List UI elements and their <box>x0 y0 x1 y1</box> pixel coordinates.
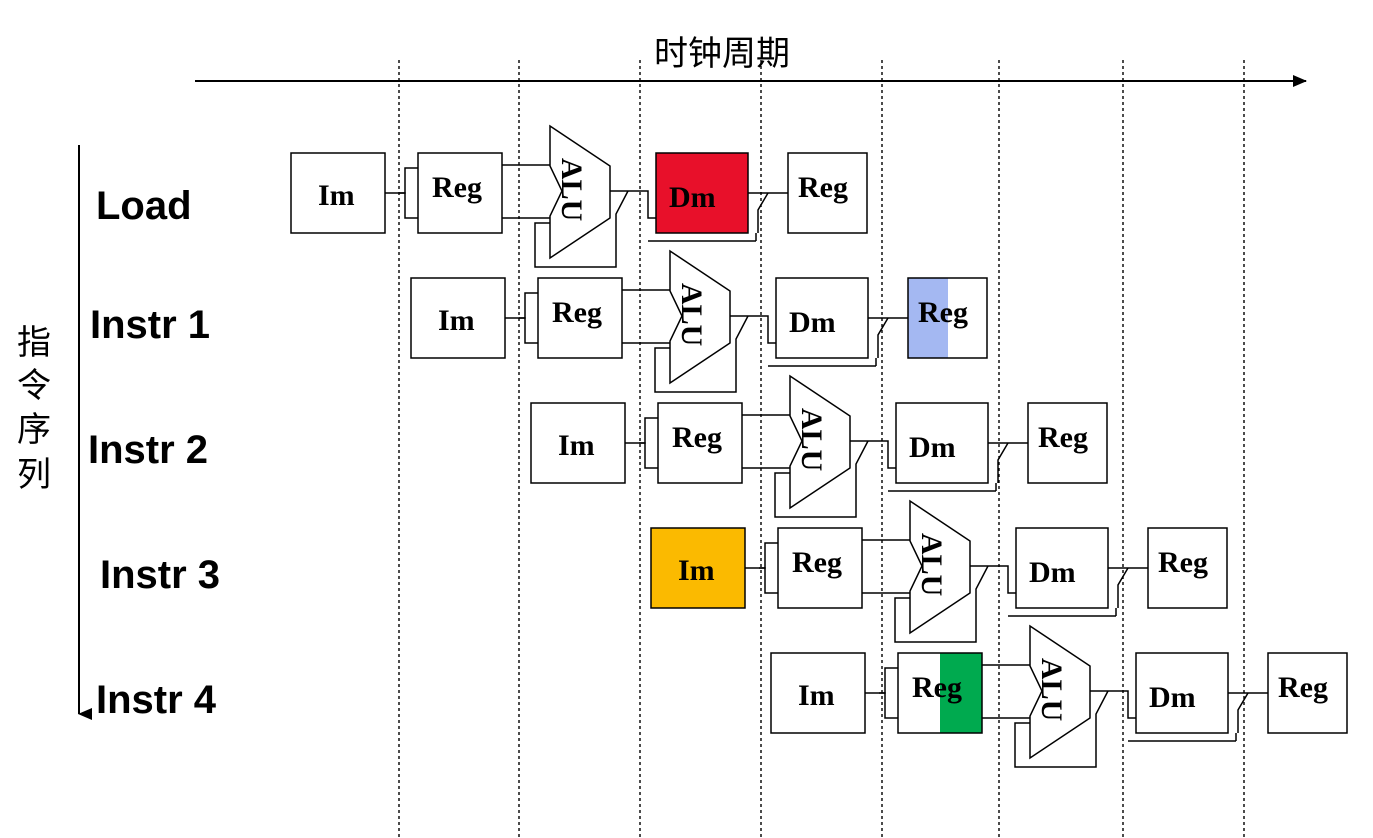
order-title-char: 指 <box>17 323 51 363</box>
datapath-wire <box>877 317 889 358</box>
im-label: Im <box>438 304 475 337</box>
datapath-wire <box>759 542 778 569</box>
register-read-box <box>777 527 863 609</box>
datapath-wire <box>1117 567 1129 608</box>
reg-read-label: Reg <box>912 671 962 704</box>
instruction-row: Im Reg ALU Dm Reg Instr 1 <box>90 249 988 393</box>
instruction-row: Im Reg ALU Dm Reg Instr 3 <box>100 499 1228 643</box>
instruction-name-label: Instr 4 <box>96 678 217 722</box>
datapath-wire <box>879 692 898 719</box>
reg-write-label: Reg <box>798 171 848 204</box>
alu-label: ALU <box>915 533 948 596</box>
alu-label: ALU <box>555 158 588 221</box>
im-label: Im <box>558 429 595 462</box>
order-title-char: 令 <box>17 366 51 406</box>
dm-label: Dm <box>669 181 716 214</box>
datapath-wire <box>399 167 418 194</box>
time-axis-title: 时钟周期 <box>654 34 790 74</box>
datapath-wire <box>880 440 896 469</box>
instruction-row: Im Reg ALU Dm Reg Load <box>96 124 868 268</box>
datapath-wire <box>519 317 538 344</box>
reg-write-label: Reg <box>1278 671 1328 704</box>
alu-shape <box>789 374 851 510</box>
register-write-box <box>1027 402 1108 484</box>
order-title-char: 列 <box>17 455 51 495</box>
dm-label: Dm <box>1029 556 1076 589</box>
datapath-wire <box>759 567 778 594</box>
instruction-name-label: Instr 2 <box>88 428 208 472</box>
register-write-box <box>1147 527 1228 609</box>
instruction-order-title: 指 令 序 列 <box>17 323 51 495</box>
register-write-box <box>907 277 988 359</box>
im-label: Im <box>678 554 715 587</box>
im-label: Im <box>318 179 355 212</box>
reg-read-label: Reg <box>792 546 842 579</box>
register-read-box <box>417 152 503 234</box>
register-read-box <box>537 277 623 359</box>
datapath-wire <box>639 442 658 469</box>
alu-label: ALU <box>795 408 828 471</box>
alu-shape <box>909 499 971 635</box>
alu-label: ALU <box>1035 658 1068 721</box>
register-read-box <box>657 402 743 484</box>
reg-write-label: Reg <box>918 296 968 329</box>
datapath-wire <box>1120 690 1136 719</box>
alu-shape <box>669 249 731 385</box>
alu-shape <box>549 124 611 260</box>
alu-label: ALU <box>675 283 708 346</box>
dm-highlight <box>656 153 748 233</box>
alu-shape <box>1029 624 1091 760</box>
instruction-row: Im Reg ALU Dm Reg Instr 4 <box>96 624 1348 768</box>
dm-label: Dm <box>789 306 836 339</box>
dm-label: Dm <box>909 431 956 464</box>
im-highlight <box>651 528 745 608</box>
register-write-box <box>787 152 868 234</box>
datapath-wire <box>399 192 418 219</box>
datapath-wire <box>640 190 656 219</box>
instruction-name-label: Instr 1 <box>90 303 210 347</box>
datapath-wire <box>519 292 538 319</box>
register-read-box <box>897 652 983 734</box>
im-label: Im <box>798 679 835 712</box>
reg-write-label: Reg <box>1038 421 1088 454</box>
reg-write-highlight <box>908 278 948 358</box>
reg-read-label: Reg <box>552 296 602 329</box>
datapath-wire <box>894 565 989 643</box>
datapath-wire <box>1237 692 1249 733</box>
register-write-box <box>1267 652 1348 734</box>
datapath-wire <box>774 440 869 518</box>
reg-write-label: Reg <box>1158 546 1208 579</box>
dm-label: Dm <box>1149 681 1196 714</box>
instruction-row: Im Reg ALU Dm Reg Instr 2 <box>88 374 1108 518</box>
datapath-wire <box>534 190 629 268</box>
reg-read-label: Reg <box>432 171 482 204</box>
reg-read-label: Reg <box>672 421 722 454</box>
datapath-wire <box>1014 690 1109 768</box>
instruction-name-label: Load <box>96 184 192 228</box>
reg-read-highlight <box>940 653 982 733</box>
datapath-wire <box>639 417 658 444</box>
datapath-wire <box>997 442 1009 483</box>
datapath-wire <box>757 192 769 233</box>
clock-cycle-gridlines <box>398 60 1245 838</box>
order-title-char: 序 <box>17 410 51 450</box>
instruction-name-label: Instr 3 <box>100 553 220 597</box>
datapath-wire <box>1000 565 1016 594</box>
datapath-wire <box>654 315 749 393</box>
datapath-wire <box>760 315 776 344</box>
